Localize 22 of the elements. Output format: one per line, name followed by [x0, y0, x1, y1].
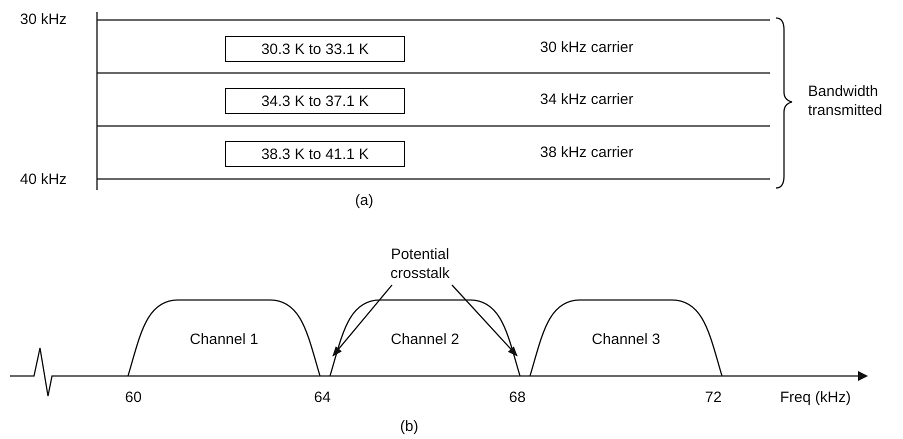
- channel-band: Channel 3: [530, 298, 722, 376]
- tick-label: 68: [509, 389, 526, 407]
- part-label: (a): [355, 192, 374, 210]
- channel-band: Channel 1: [128, 298, 320, 376]
- range-box: 34.3 K to 37.1 K: [225, 88, 405, 114]
- arrow: [452, 284, 518, 356]
- scale-label: 30 kHz: [20, 11, 67, 29]
- tick-label: 64: [314, 389, 331, 407]
- arrow: [332, 284, 392, 356]
- range-box: 30.3 K to 33.1 K: [225, 36, 405, 62]
- axis-label: Freq (kHz): [780, 389, 851, 407]
- carrier-label: 38 kHz carrier: [540, 144, 634, 162]
- scale-label: 40 kHz: [20, 171, 67, 189]
- tick-label: 72: [705, 389, 722, 407]
- range-box: 38.3 K to 41.1 K: [225, 141, 405, 167]
- channel-band: Channel 2: [330, 298, 520, 376]
- part-label: (b): [400, 418, 418, 436]
- bandwidth-label: Bandwidth transmitted: [808, 82, 884, 120]
- tick-label: 60: [125, 389, 142, 407]
- carrier-label: 34 kHz carrier: [540, 91, 634, 109]
- carrier-label: 30 kHz carrier: [540, 39, 634, 57]
- callout-text: Potential crosstalk: [370, 245, 470, 285]
